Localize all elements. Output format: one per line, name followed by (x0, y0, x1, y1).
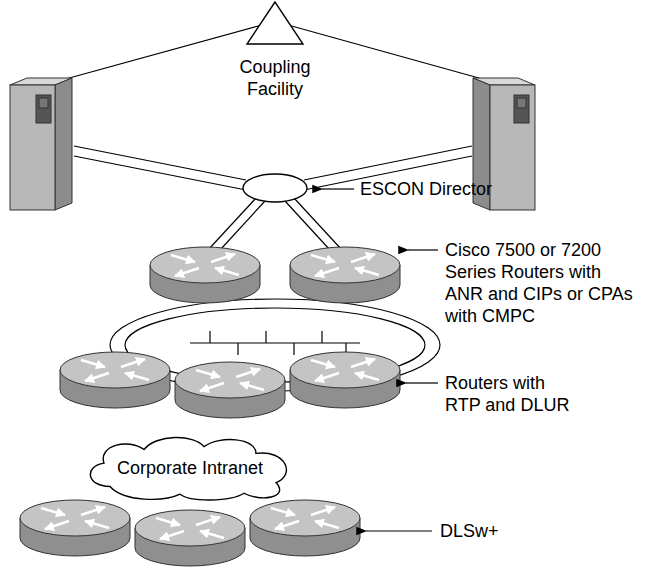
callout-label: Routers with RTP and DLUR (445, 372, 581, 416)
mainframe (10, 78, 72, 210)
node-label: Corporate Intranet (117, 457, 263, 479)
network-cloud: Corporate Intranet (80, 434, 300, 502)
router-icon (20, 500, 130, 556)
router-icon (290, 247, 400, 303)
node-label: Coupling Facility (215, 56, 335, 100)
callout-label: DLSw+ (440, 520, 560, 542)
router-icon (150, 247, 260, 303)
triangle-symbol (215, 0, 335, 46)
callout-label: Cisco 7500 or 7200 Series Routers with A… (445, 239, 641, 327)
router-icon (290, 352, 400, 408)
router-group (20, 247, 400, 566)
escon-director (243, 174, 307, 202)
leader-arrows (322, 189, 438, 531)
router-icon (250, 500, 360, 556)
callout-label: ESCON Director (360, 178, 540, 200)
router-icon (60, 352, 170, 408)
router-icon (175, 362, 285, 418)
coupling-facility: Coupling Facility (215, 0, 335, 100)
router-icon (135, 510, 245, 566)
